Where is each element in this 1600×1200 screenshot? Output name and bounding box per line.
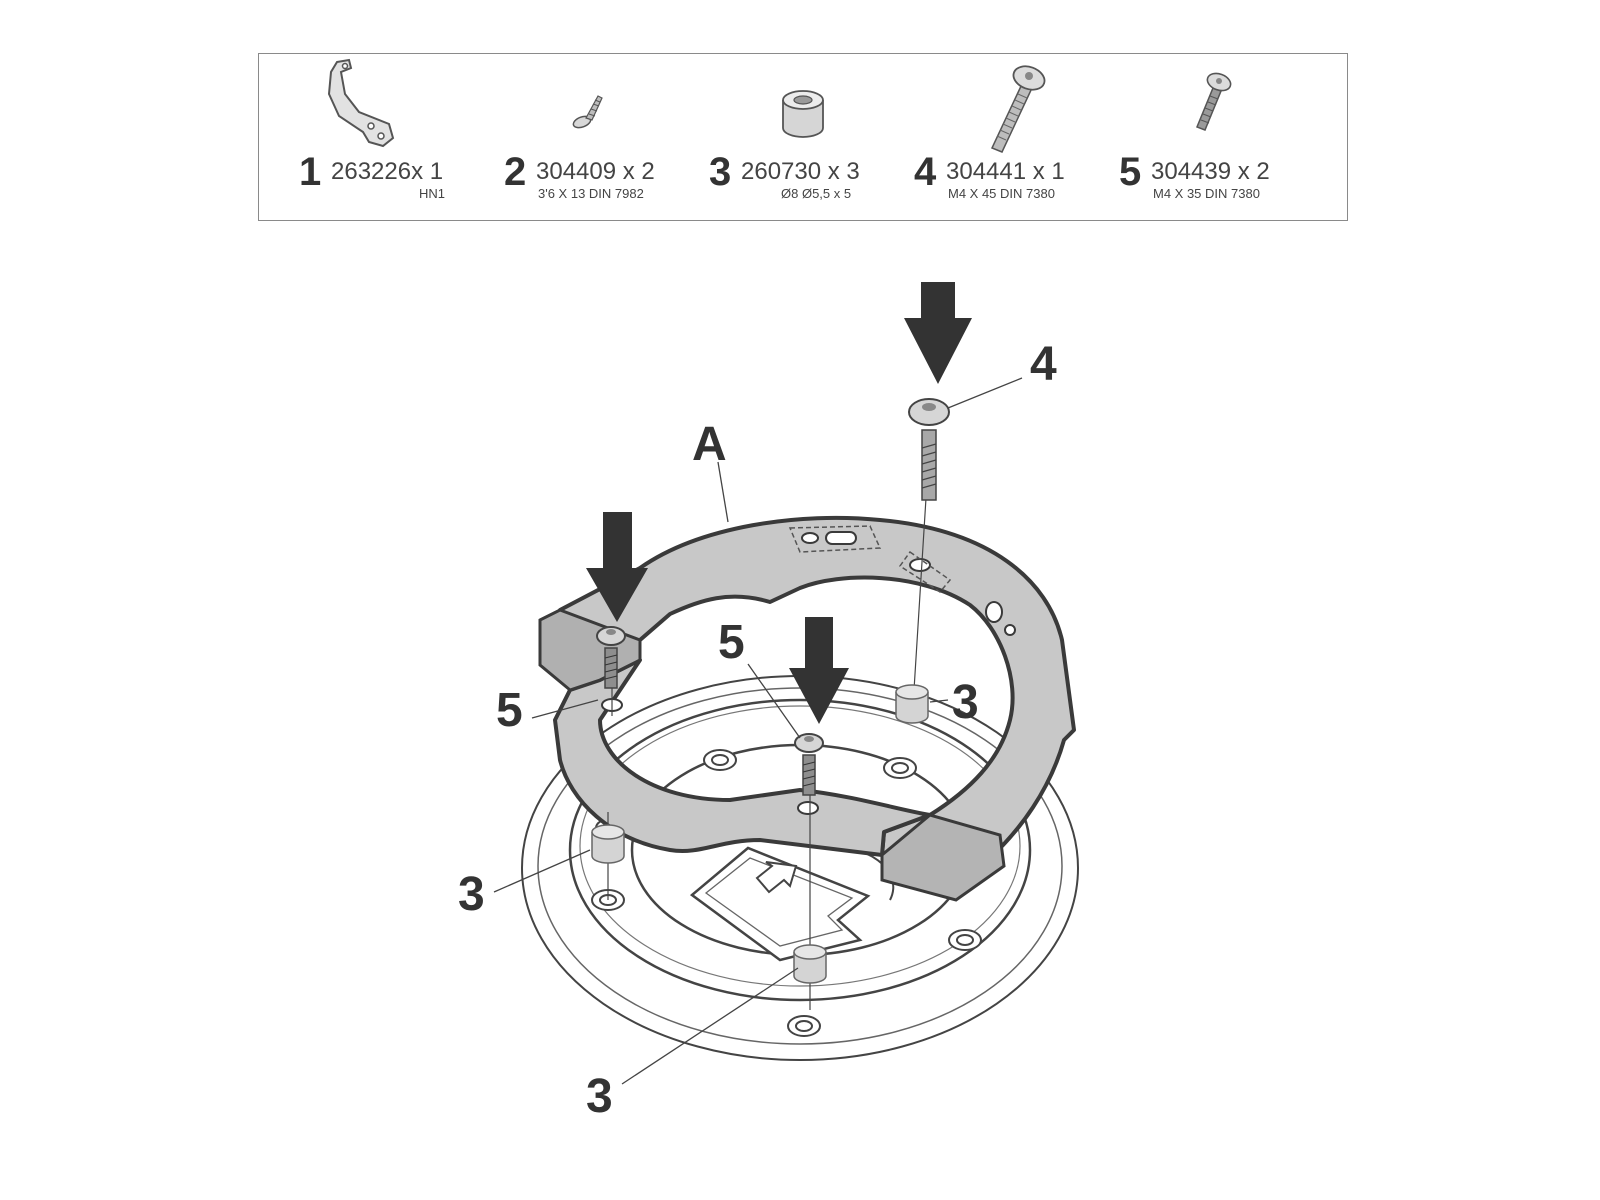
insertion-arrows: [586, 282, 972, 724]
part-code: 260730 x 3: [741, 158, 860, 185]
screw-left: [596, 626, 626, 689]
leader-lines: [493, 377, 1023, 1085]
part-spec: M4 X 35 DIN 7380: [1153, 186, 1260, 201]
self-tapping-screw-icon: [572, 95, 603, 129]
part-3: 3 260730 x 3 Ø8 Ø5,5 x 5: [709, 54, 909, 222]
callout-3-bottom: 3: [586, 1070, 613, 1123]
screw-center: [794, 733, 824, 796]
arrow-down-icon: [789, 617, 849, 724]
screw-top: [908, 398, 950, 501]
part-1: 1 263226x 1 HN1: [289, 54, 489, 222]
part-number: 5: [1119, 150, 1142, 194]
bracket-icon: [327, 58, 395, 148]
callout-a: A: [692, 418, 727, 471]
part-number: 3: [709, 150, 732, 194]
part-2: 2 304409 x 2 3'6 X 13 DIN 7982: [504, 54, 704, 222]
part-code: 304409 x 2: [536, 158, 655, 185]
short-screw-icon: [1196, 72, 1232, 131]
callout-5-center: 5: [718, 616, 745, 669]
part-spec: Ø8 Ø5,5 x 5: [781, 186, 852, 201]
part-number: 4: [914, 150, 937, 194]
long-screw-icon: [990, 65, 1046, 153]
callout-3-right: 3: [952, 676, 979, 729]
part-spec: 3'6 X 13 DIN 7982: [538, 186, 644, 201]
part-spec: M4 X 45 DIN 7380: [948, 186, 1055, 201]
arrow-down-icon: [904, 282, 972, 384]
spacer-left: [591, 824, 625, 864]
part-spec: HN1: [419, 186, 446, 201]
spacer-bottom: [793, 944, 827, 984]
part-code: 304439 x 2: [1151, 158, 1270, 185]
part-4: 4 304441 x 1 M4 X 45 DIN 7380: [914, 54, 1114, 222]
callout-5-left: 5: [496, 684, 523, 737]
part-number: 2: [504, 150, 527, 194]
part-number: 1: [299, 150, 322, 194]
callout-4: 4: [1030, 338, 1057, 391]
spacer-icon: [782, 90, 824, 138]
part-code: 304441 x 1: [946, 158, 1065, 185]
callout-3-left: 3: [458, 868, 485, 921]
part-5: 5 304439 x 2 M4 X 35 DIN 7380: [1119, 54, 1319, 222]
part-code: 263226x 1: [331, 158, 444, 185]
arrow-down-icon: [586, 512, 648, 622]
parts-list-box: 1 263226x 1 HN1 2 304409 x 2 3'6 X 13 DI…: [258, 53, 1348, 221]
spacer-right: [895, 684, 929, 724]
